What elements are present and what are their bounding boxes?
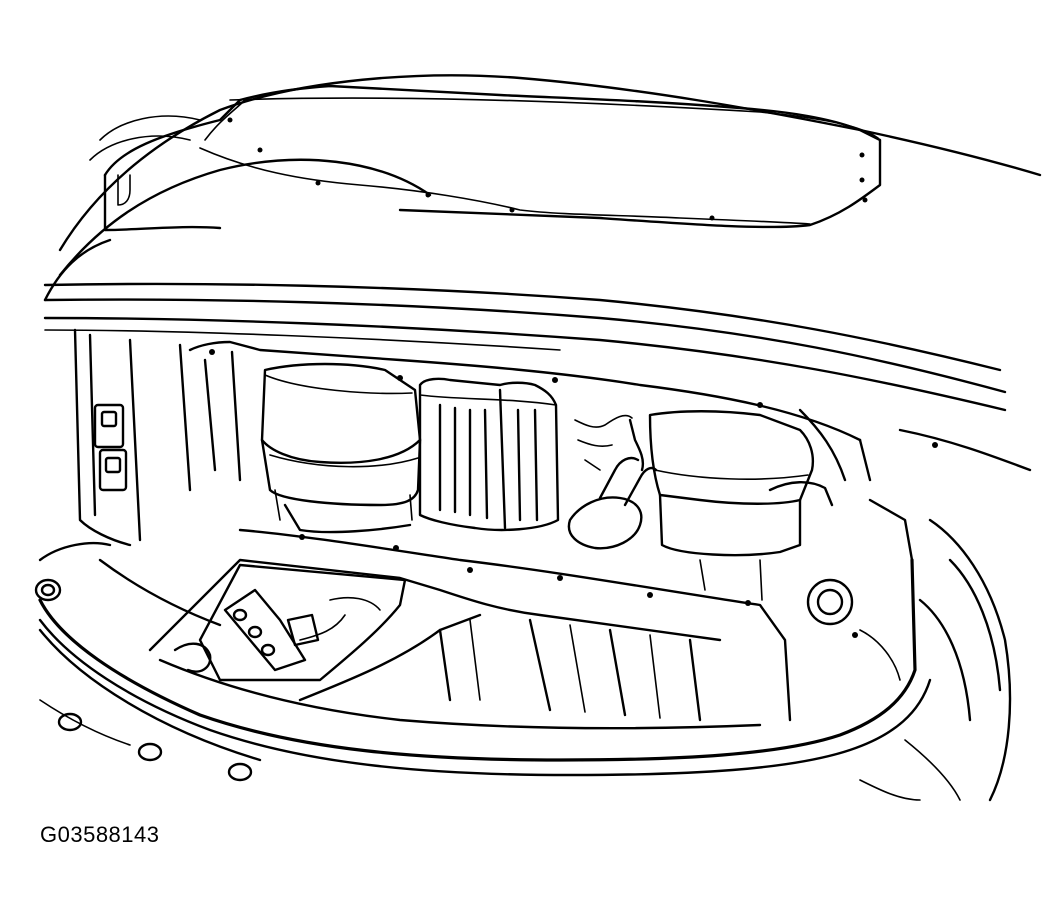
rear-package-panel xyxy=(103,84,882,232)
trunk-opening-lip xyxy=(43,282,1032,472)
inner-trunk-frame xyxy=(188,340,938,482)
left-lower-panel xyxy=(34,578,262,782)
trunk-floor-well xyxy=(148,528,792,730)
figure-id-label: G03588143 xyxy=(40,822,160,847)
center-twin-canisters xyxy=(418,377,560,532)
hose-assembly xyxy=(567,414,658,550)
right-canister xyxy=(648,410,834,601)
floor-fasteners xyxy=(299,534,858,638)
jack-compartment xyxy=(173,563,407,682)
right-wheel-well xyxy=(806,498,1012,802)
left-trim-panel xyxy=(73,328,192,547)
left-canister xyxy=(260,362,422,534)
trunk-floor-rim xyxy=(38,541,932,777)
rear-body-outline xyxy=(43,74,1042,302)
